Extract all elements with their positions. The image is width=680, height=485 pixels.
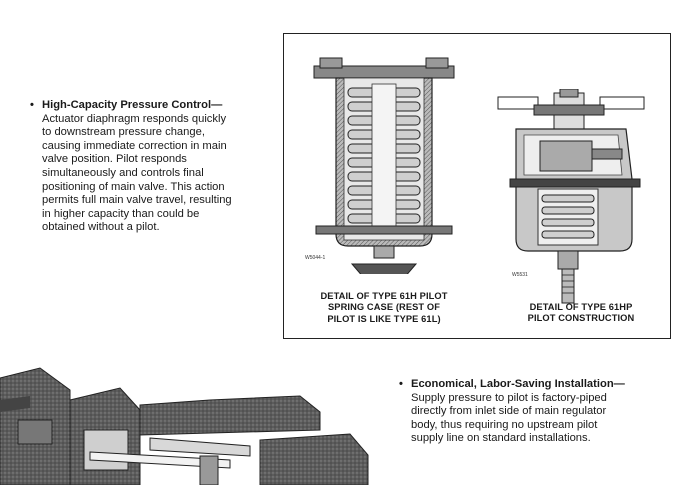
feature-line: permits full main valve travel, resultin… bbox=[42, 194, 232, 207]
spring-case-drawing bbox=[313, 57, 455, 274]
feature-line: Supply pressure to pilot is factory-pipe… bbox=[411, 391, 607, 404]
feature-line: positioning of main valve. This action bbox=[42, 180, 225, 193]
feature-title: High-Capacity Pressure Control— bbox=[42, 99, 223, 111]
bullet-point: • bbox=[30, 99, 34, 111]
feature-title: Economical, Labor-Saving Installation— bbox=[411, 378, 625, 390]
bullet-point: • bbox=[399, 378, 403, 390]
feature-line: body, thus requiring no upstream pilot bbox=[411, 418, 598, 431]
feature-line: causing immediate correction in main bbox=[42, 139, 227, 152]
feature-line: in higher capacity than could be bbox=[42, 207, 200, 220]
feature-line: supply line on standard installations. bbox=[411, 432, 591, 445]
feature-line: obtained without a pilot. bbox=[42, 221, 160, 234]
figure-caption-61h: DETAIL OF TYPE 61H PILOT SPRING CASE (RE… bbox=[320, 291, 448, 324]
feature-economical-installation: • Economical, Labor-Saving Installation—… bbox=[399, 378, 669, 446]
feature-high-capacity: • High-Capacity Pressure Control— Actuat… bbox=[30, 99, 270, 235]
regulator-cutaway-illustration bbox=[0, 367, 369, 485]
feature-line: simultaneously and controls final bbox=[42, 166, 204, 179]
feature-line: valve position. Pilot responds bbox=[42, 153, 187, 166]
feature-line: to downstream pressure change, bbox=[42, 126, 205, 139]
pilot-construction-drawing bbox=[497, 89, 645, 304]
figure-id: W5531 bbox=[512, 272, 528, 278]
figure-caption-61hp: DETAIL OF TYPE 61HP PILOT CONSTRUCTION bbox=[527, 302, 635, 324]
feature-line: Actuator diaphragm responds quickly bbox=[42, 112, 227, 125]
figure-panel: W5044-1 W5531 DETAIL OF TYPE 61H PILOT S… bbox=[283, 33, 671, 339]
feature-line: directly from inlet side of main regulat… bbox=[411, 405, 607, 418]
figure-id: W5044-1 bbox=[305, 255, 326, 261]
